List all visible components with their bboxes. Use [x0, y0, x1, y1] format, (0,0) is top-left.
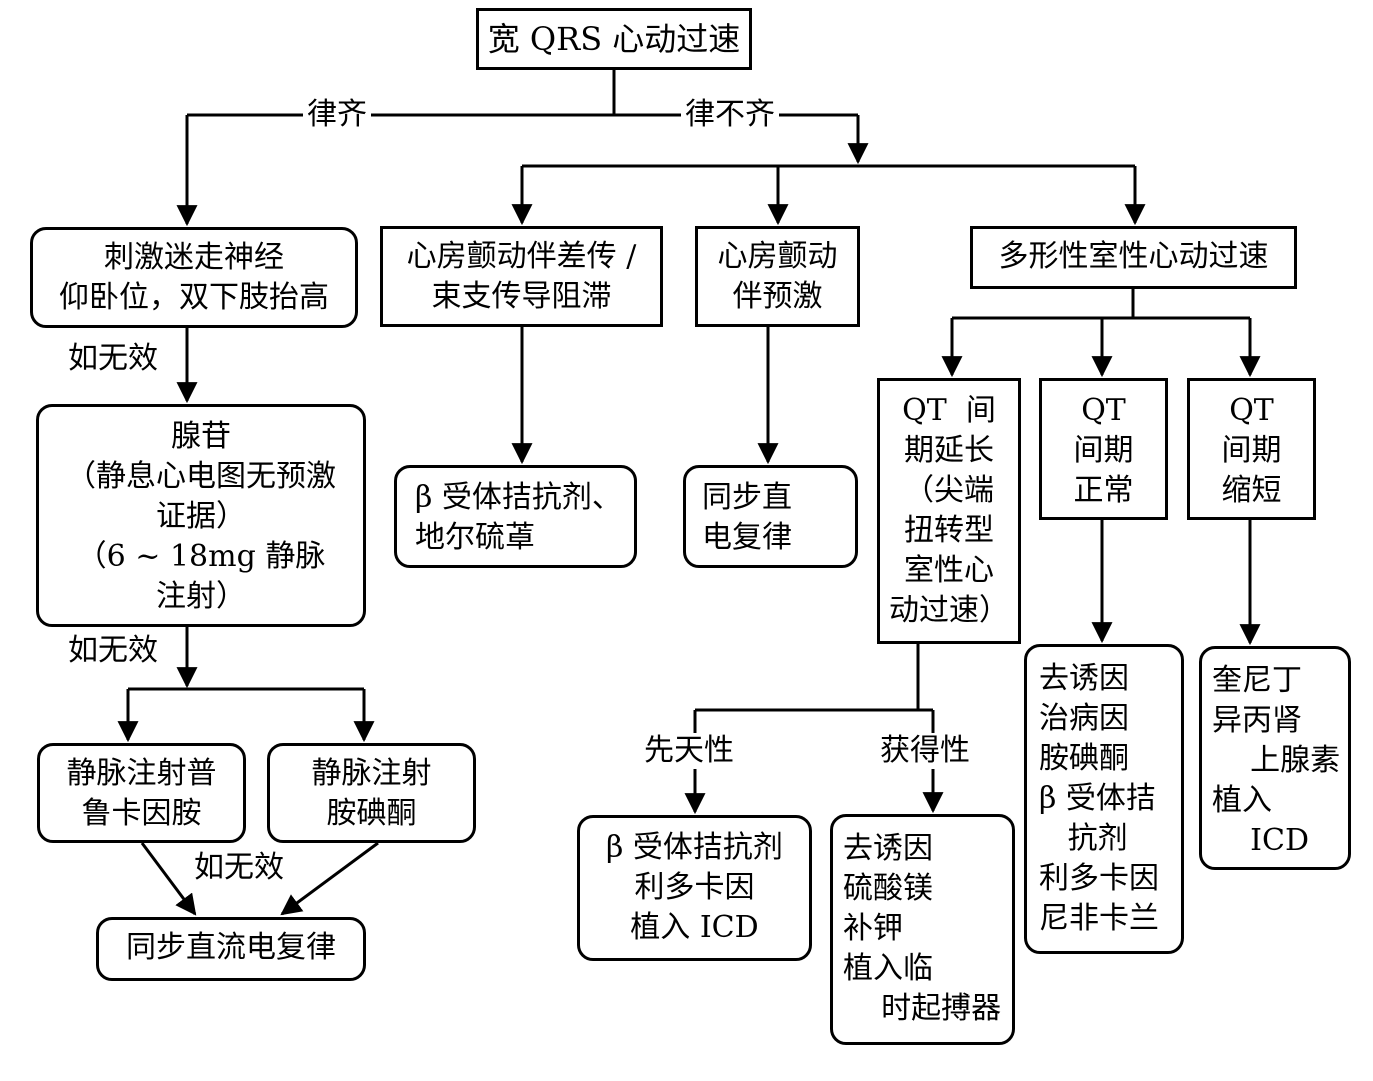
acquired-tx-line-4: 植入临	[843, 951, 933, 986]
procainamide-line-2: 鲁卡因胺	[81, 796, 202, 831]
qt-long-line-3: （尖端	[904, 473, 994, 508]
af-aberrancy-line-1: 心房颤动伴差传 /	[406, 239, 637, 274]
label-regular: 律齐	[303, 97, 371, 133]
vagal-line-1: 刺激迷走神经	[104, 240, 284, 275]
af-preexcitation-tx-line-2: 电复律	[702, 520, 792, 555]
qt-normal-line-1: QT	[1081, 393, 1126, 428]
qt-long-line-2: 期延长	[904, 433, 994, 468]
acquired-tx-line-1: 去诱因	[843, 831, 933, 866]
qt-short-tx-line-5: ICD	[1212, 823, 1310, 858]
qt-normal-tx-line-6: 利多卡因	[1039, 861, 1159, 896]
poly-vt-text: 多形性室性心动过速	[998, 239, 1269, 274]
cardioversion-left-text: 同步直流电复律	[126, 930, 336, 965]
procainamide-line-1: 静脉注射普	[66, 756, 217, 791]
qt-long-box: QT 间 期延长 （尖端 扭转型 室性心 动过速）	[877, 378, 1021, 644]
adenosine-box: 腺苷 （静息心电图无预激 证据） （6 ~ 18mg 静脉 注射）	[36, 404, 366, 627]
af-preexcitation-line-2: 伴预激	[732, 279, 823, 314]
qt-normal-line-3: 正常	[1073, 473, 1134, 508]
title-box: 宽 QRS 心动过速	[476, 8, 752, 70]
qt-normal-tx-line-4: β 受体拮	[1039, 781, 1156, 816]
adenosine-line-3: 证据）	[156, 499, 246, 534]
qt-short-tx-line-4: 植入	[1212, 783, 1272, 818]
qt-long-line-1: QT 间	[902, 393, 996, 428]
adenosine-line-5: 注射）	[156, 579, 246, 614]
acquired-tx-line-5: 时起搏器	[843, 991, 1002, 1026]
congenital-tx-line-3: 植入 ICD	[630, 910, 759, 945]
af-aberrancy-box: 心房颤动伴差传 / 束支传导阻滞	[380, 226, 663, 327]
label-irregular: 律不齐	[681, 97, 779, 133]
qt-short-line-2: 间期	[1221, 433, 1282, 468]
cardioversion-left-box: 同步直流电复律	[96, 917, 366, 981]
qt-normal-tx-line-2: 治病因	[1039, 701, 1129, 736]
poly-vt-box: 多形性室性心动过速	[970, 226, 1297, 289]
congenital-tx-line-1: β 受体拮抗剂	[606, 830, 783, 865]
congenital-tx-box: β 受体拮抗剂 利多卡因 植入 ICD	[577, 815, 812, 961]
qt-short-line-1: QT	[1229, 393, 1274, 428]
af-aberrancy-line-2: 束支传导阻滞	[431, 279, 612, 314]
qt-short-line-3: 缩短	[1221, 473, 1282, 508]
arrow-amiodarone-to-cardioversion	[280, 841, 379, 916]
amiodarone-line-1: 静脉注射	[311, 756, 432, 791]
qt-short-tx-line-1: 奎尼丁	[1212, 663, 1302, 698]
acquired-tx-line-2: 硫酸镁	[843, 871, 933, 906]
qt-short-tx-line-2: 异丙肾	[1212, 703, 1302, 738]
congenital-tx-line-2: 利多卡因	[634, 870, 755, 905]
qt-normal-tx-line-7: 尼非卡兰	[1039, 901, 1159, 936]
label-if-ineffective-2: 如无效	[64, 633, 162, 669]
amiodarone-line-2: 胺碘酮	[326, 796, 417, 831]
af-preexcitation-tx-line-1: 同步直	[702, 480, 792, 515]
acquired-tx-line-3: 补钾	[843, 911, 903, 946]
qt-long-line-4: 扭转型	[904, 513, 994, 548]
af-preexcitation-tx-box: 同步直 电复律	[683, 465, 858, 568]
af-aberrancy-tx-line-1: β 受体拮抗剂、	[415, 480, 622, 515]
adenosine-line-1: 腺苷	[171, 419, 231, 454]
adenosine-line-2: （静息心电图无预激	[66, 459, 336, 494]
label-if-ineffective-3: 如无效	[190, 850, 288, 886]
amiodarone-box: 静脉注射 胺碘酮	[267, 743, 476, 843]
af-aberrancy-tx-line-2: 地尔硫䓬	[415, 520, 535, 555]
label-acquired: 获得性	[876, 733, 974, 769]
label-if-ineffective-1: 如无效	[64, 341, 162, 377]
qt-normal-line-2: 间期	[1073, 433, 1134, 468]
qt-normal-tx-line-3: 胺碘酮	[1039, 741, 1129, 776]
qt-short-tx-box: 奎尼丁 异丙肾 上腺素 植入 ICD	[1199, 646, 1351, 870]
qt-short-tx-line-3: 上腺素	[1212, 743, 1341, 778]
qt-normal-tx-line-1: 去诱因	[1039, 661, 1129, 696]
qt-long-line-6: 动过速）	[889, 593, 1009, 628]
vagal-line-2: 仰卧位，双下肢抬高	[59, 280, 329, 315]
vagal-box: 刺激迷走神经 仰卧位，双下肢抬高	[30, 227, 358, 328]
qt-short-box: QT 间期 缩短	[1187, 378, 1316, 520]
arrow-procainamide-to-cardioversion	[140, 842, 197, 916]
qt-normal-tx-box: 去诱因 治病因 胺碘酮 β 受体拮 抗剂 利多卡因 尼非卡兰	[1024, 644, 1184, 954]
adenosine-line-4: （6 ~ 18mg 静脉	[76, 539, 326, 574]
acquired-tx-box: 去诱因 硫酸镁 补钾 植入临 时起搏器	[830, 814, 1015, 1045]
af-aberrancy-tx-box: β 受体拮抗剂、 地尔硫䓬	[394, 465, 637, 568]
af-preexcitation-box: 心房颤动 伴预激	[695, 226, 860, 327]
procainamide-box: 静脉注射普 鲁卡因胺	[37, 743, 246, 843]
qt-long-line-5: 室性心	[904, 553, 994, 588]
qt-normal-box: QT 间期 正常	[1039, 378, 1168, 520]
qt-normal-tx-line-5: 抗剂	[1039, 821, 1128, 856]
title-text: 宽 QRS 心动过速	[487, 20, 741, 58]
af-preexcitation-line-1: 心房颤动	[717, 239, 838, 274]
label-congenital: 先天性	[640, 733, 738, 769]
